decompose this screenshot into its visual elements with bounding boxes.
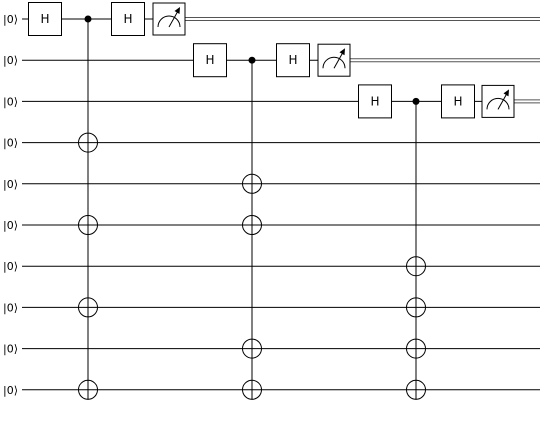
- measurement-meter-icon: [152, 2, 186, 36]
- measurement-meter-icon: [317, 43, 351, 77]
- hadamard-gate: H: [276, 43, 310, 78]
- qubit-label: |0⟩: [3, 13, 18, 26]
- qubit-label: |0⟩: [3, 54, 18, 67]
- xor-target-icon: [406, 338, 426, 359]
- hadamard-gate: H: [111, 2, 145, 36]
- qubit-label: |0⟩: [3, 260, 18, 273]
- gate-box: [441, 84, 475, 119]
- gate-box: [193, 43, 227, 78]
- gate-box: [28, 2, 62, 36]
- gate-box: [276, 43, 310, 78]
- gate-label: H: [40, 12, 49, 26]
- qubit-label: |0⟩: [3, 301, 18, 314]
- xor-target-icon: [78, 379, 98, 400]
- qubit-label: |0⟩: [3, 178, 18, 191]
- gate-label: H: [205, 53, 214, 67]
- measurement-meter-icon: [481, 84, 515, 118]
- gate-box: [111, 2, 145, 36]
- qubit-label: |0⟩: [3, 384, 18, 397]
- xor-target-icon: [242, 215, 262, 235]
- qubit-label: |0⟩: [3, 343, 18, 356]
- xor-target-icon: [78, 132, 98, 153]
- xor-target-icon: [78, 215, 98, 235]
- control-dot-icon: [248, 56, 256, 64]
- hadamard-gate: H: [358, 84, 392, 119]
- qubit-label: |0⟩: [3, 219, 18, 232]
- xor-target-icon: [242, 173, 262, 194]
- cnot-fanout: [406, 97, 426, 400]
- gate-label: H: [370, 94, 379, 108]
- hadamard-gate: H: [28, 2, 62, 36]
- hadamard-gate: H: [441, 84, 475, 119]
- xor-target-icon: [406, 297, 426, 318]
- cnot-fanout: [78, 15, 98, 400]
- hadamard-gate: H: [193, 43, 227, 78]
- gate-label: H: [123, 12, 132, 26]
- xor-target-icon: [406, 379, 426, 400]
- gate-label: H: [288, 53, 297, 67]
- control-dot-icon: [84, 15, 92, 23]
- qubit-label: |0⟩: [3, 95, 18, 108]
- gate-label: H: [453, 94, 462, 108]
- cnot-fanout: [242, 56, 262, 400]
- xor-target-icon: [242, 338, 262, 359]
- xor-target-icon: [406, 256, 426, 277]
- gate-box: [358, 84, 392, 119]
- xor-target-icon: [242, 379, 262, 400]
- qubit-label: |0⟩: [3, 137, 18, 150]
- xor-target-icon: [78, 297, 98, 318]
- control-dot-icon: [412, 97, 420, 105]
